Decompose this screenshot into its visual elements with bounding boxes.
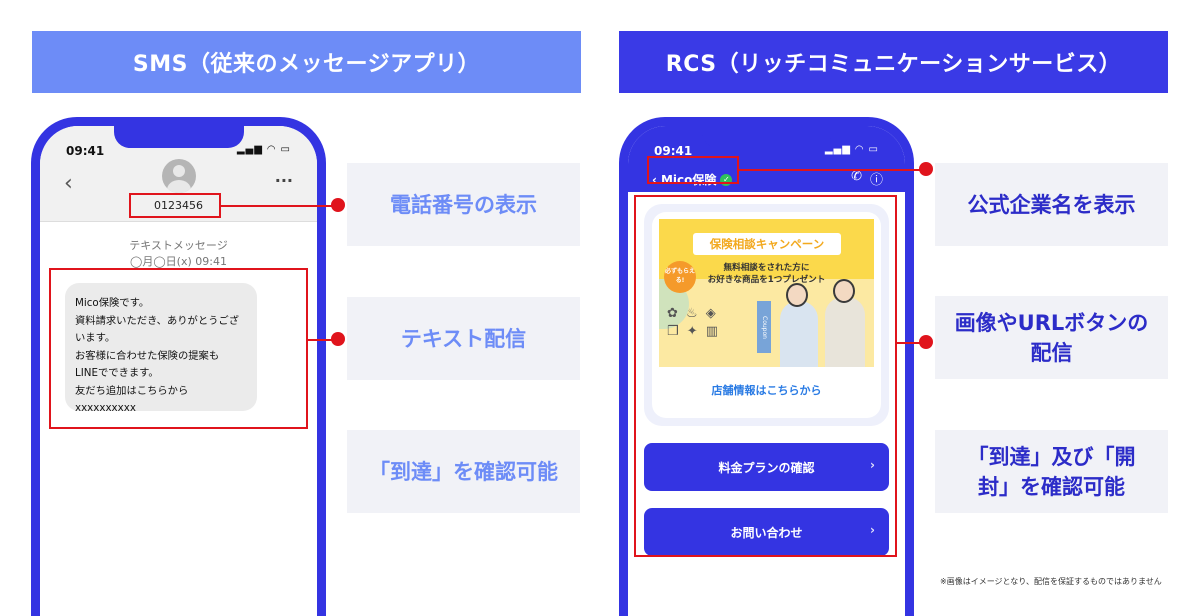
- number-connector: [221, 205, 338, 207]
- phone-notch: [701, 126, 832, 148]
- status-time: 09:41: [66, 144, 105, 158]
- campaign-subtitle: 無料相談をされた方に お好きな商品を1つプレゼント: [659, 262, 874, 286]
- label-official-name: 公式企業名を表示: [935, 163, 1168, 246]
- avatar: [161, 159, 196, 193]
- campaign-image[interactable]: 保険相談キャンペーン 無料相談をされた方に お好きな商品を1つプレゼント 必ずも…: [659, 219, 874, 367]
- message-line: います。: [75, 332, 116, 344]
- label-image-url-delivery: 画像やURLボタンの配信: [935, 296, 1168, 379]
- more-icon[interactable]: ···: [274, 171, 293, 190]
- contact-button[interactable]: お問い合わせ ›: [644, 508, 889, 556]
- message-line: LINEでできます。: [75, 367, 159, 379]
- status-icons: ▂▄▆ ◠ ▭: [824, 144, 879, 155]
- text-connector-dot: [331, 332, 345, 346]
- coupon-tag: Coupon: [757, 301, 771, 353]
- message-meta: テキストメッセージ ◯月◯日(x) 09:41: [40, 238, 317, 270]
- campaign-sub-line: お好きな商品を1つプレゼント: [707, 275, 826, 285]
- campaign-badge: 必ずもらえる!: [664, 261, 696, 293]
- store-info-link[interactable]: 店舗情報はこちらから: [711, 384, 822, 397]
- campaign-sub-line: 無料相談をされた方に: [723, 263, 810, 273]
- rcs-header: 09:41 ▂▄▆ ◠ ▭ ‹ Mico保険 ✓ ✆ ⓘ: [628, 126, 905, 192]
- illustration-head: [786, 283, 808, 307]
- rich-content-highlight: [634, 195, 897, 557]
- call-icon[interactable]: ✆: [851, 169, 862, 184]
- rcs-screen: 09:41 ▂▄▆ ◠ ▭ ‹ Mico保険 ✓ ✆ ⓘ 保険相談キャンペーン …: [628, 126, 905, 616]
- campaign-title: 保険相談キャンペーン: [693, 233, 841, 255]
- company-name-connector: [739, 169, 926, 171]
- footnote: ※画像はイメージとなり、配信を保証するものではありません: [940, 577, 1162, 586]
- contact-label: お問い合わせ: [730, 525, 803, 540]
- illustration-person: [825, 297, 865, 367]
- back-chevron-icon[interactable]: ‹: [64, 171, 73, 196]
- company-name-connector-dot: [919, 162, 933, 176]
- back-chevron-icon: ‹: [652, 172, 657, 187]
- illustration-person: [780, 301, 818, 367]
- pricing-plan-label: 料金プランの確認: [718, 460, 815, 475]
- chevron-right-icon: ›: [870, 523, 875, 537]
- message-type: テキストメッセージ: [129, 239, 228, 252]
- rcs-banner: RCS（リッチコミュニケーションサービス）: [619, 31, 1168, 93]
- pricing-plan-button[interactable]: 料金プランの確認 ›: [644, 443, 889, 491]
- rich-content-connector-dot: [919, 335, 933, 349]
- phone-notch: [113, 126, 244, 148]
- message-bubble: Mico保険です。 資料請求いただき、ありがとうござ います。 お客様に合わせた…: [65, 283, 257, 414]
- chevron-right-icon: ›: [870, 458, 875, 472]
- label-phone-number: 電話番号の表示: [347, 163, 580, 246]
- text-connector: [308, 339, 338, 341]
- number-highlight: [129, 193, 221, 218]
- rich-card[interactable]: 保険相談キャンペーン 無料相談をされた方に お好きな商品を1つプレゼント 必ずも…: [644, 204, 889, 426]
- sms-banner: SMS（従来のメッセージアプリ）: [32, 31, 581, 93]
- gift-icons: ✿ ♨ ◈❒ ✦ ▥: [667, 306, 721, 339]
- rcs-phone: 09:41 ▂▄▆ ◠ ▭ ‹ Mico保険 ✓ ✆ ⓘ 保険相談キャンペーン …: [619, 117, 914, 616]
- message-line: Mico保険です。: [75, 297, 150, 309]
- text-highlight: [49, 268, 308, 429]
- label-delivery-open-confirm: 「到達」及び「開封」を確認可能: [935, 430, 1168, 513]
- info-icon[interactable]: ⓘ: [869, 173, 883, 188]
- message-line: 資料請求いただき、ありがとうござ: [75, 314, 240, 327]
- status-icons: ▂▄▆ ◠ ▭: [236, 144, 291, 155]
- label-delivery-confirm: 「到達」を確認可能: [347, 430, 580, 513]
- label-text-delivery: テキスト配信: [347, 297, 580, 380]
- illustration-head: [833, 279, 855, 303]
- header-actions: ✆ ⓘ: [851, 169, 883, 188]
- sms-screen: 09:41 ▂▄▆ ◠ ▭ ‹ ··· 0123456 テキストメッセージ ◯月…: [40, 126, 317, 616]
- sender-number: 0123456: [154, 199, 203, 212]
- message-line: 友だち追加はこちらから: [75, 384, 189, 397]
- rich-content-connector: [897, 342, 926, 344]
- message-line: xxxxxxxxxx: [75, 402, 136, 414]
- rich-card-inner: 保険相談キャンペーン 無料相談をされた方に お好きな商品を1つプレゼント 必ずも…: [652, 212, 881, 418]
- status-time: 09:41: [654, 144, 693, 158]
- company-name-highlight: [647, 156, 739, 184]
- message-line: お客様に合わせた保険の提案も: [75, 349, 220, 362]
- message-time: ◯月◯日(x) 09:41: [130, 255, 227, 268]
- number-connector-dot: [331, 198, 345, 212]
- sms-phone: 09:41 ▂▄▆ ◠ ▭ ‹ ··· 0123456 テキストメッセージ ◯月…: [31, 117, 326, 616]
